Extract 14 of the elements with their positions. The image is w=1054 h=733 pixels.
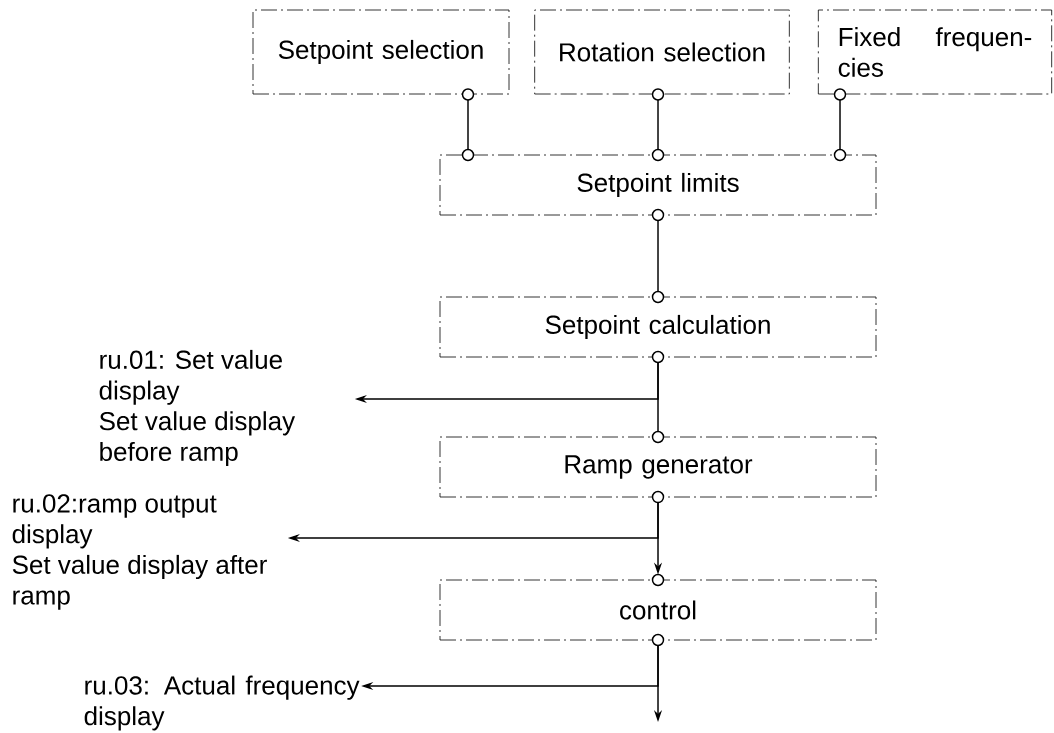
connector xyxy=(467,99,469,151)
output-label: ru.01: Set value display Set value display before ramp xyxy=(99,349,296,467)
process-box: control xyxy=(439,573,877,647)
connector xyxy=(657,99,659,151)
connector xyxy=(657,219,659,293)
process-box: Ramp generator xyxy=(439,430,877,504)
process-box: Setpoint limits xyxy=(439,148,877,222)
process-box: Fixed frequen- cies xyxy=(817,9,1053,101)
connector xyxy=(839,99,841,151)
output-label: ru.02:ramp output display Set value display after ramp xyxy=(12,494,267,610)
process-box: Setpoint calculation xyxy=(439,290,877,364)
process-box: Rotation selection xyxy=(534,9,790,101)
process-box: Setpoint selection xyxy=(252,9,510,101)
output-label: ru.03: Actual frequency display xyxy=(84,675,360,731)
